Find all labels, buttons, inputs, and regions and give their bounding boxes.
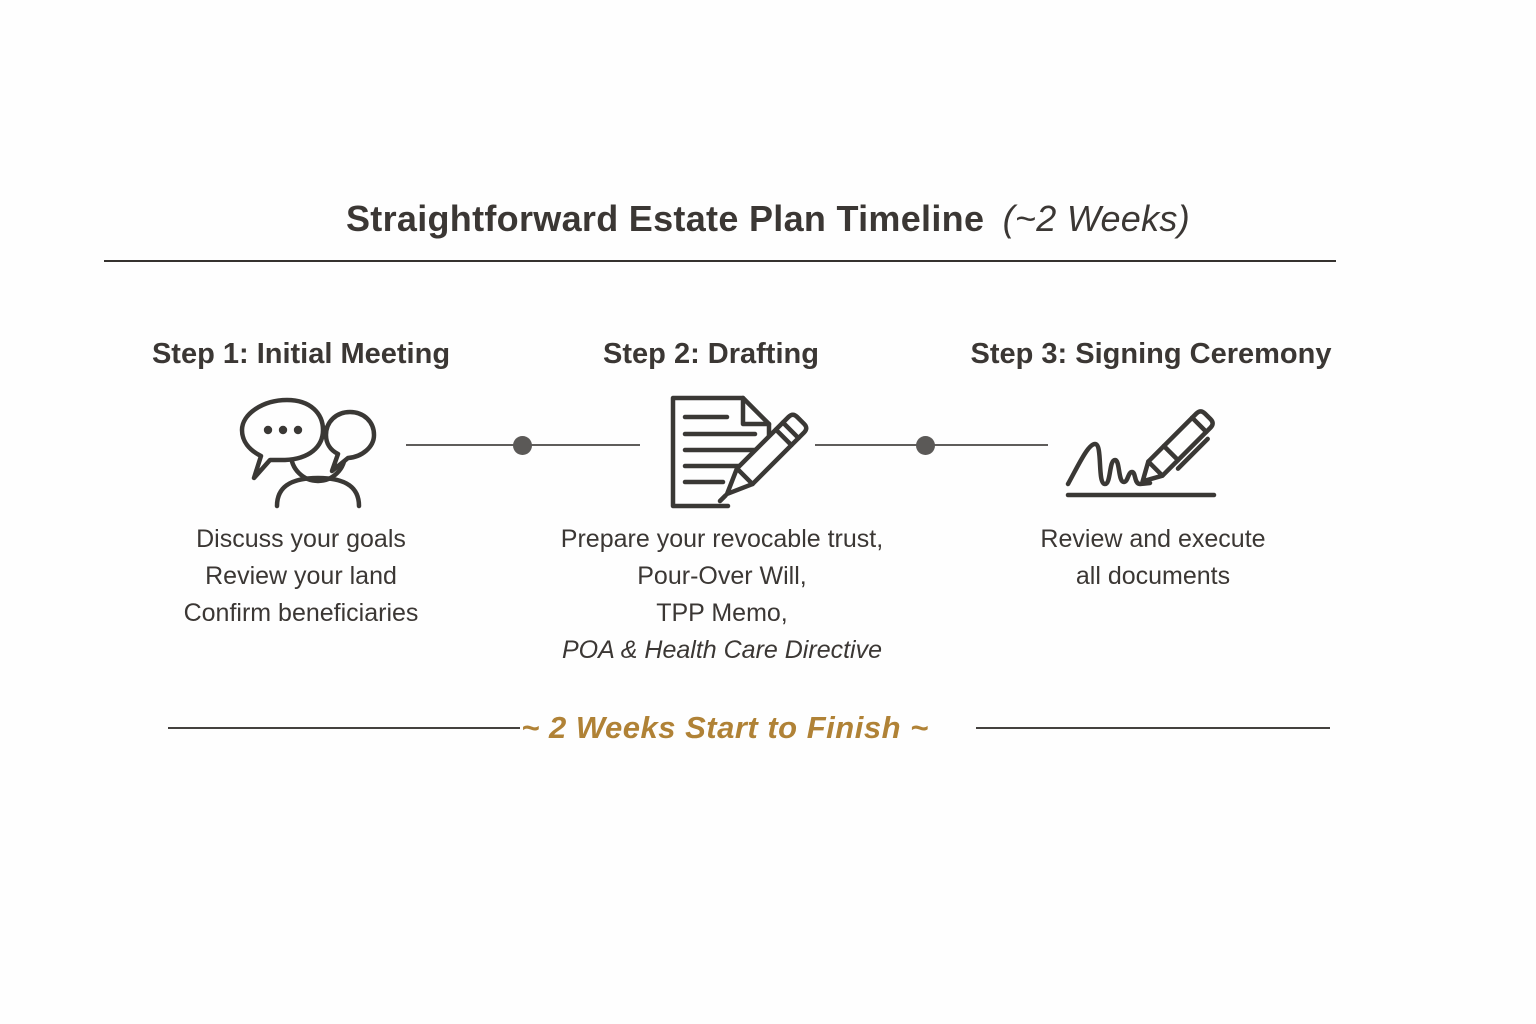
step3-heading: Step 3: Signing Ceremony [970,338,1332,370]
document-pencil-icon [651,388,811,514]
page-title-main: Straightforward Estate Plan Timeline [345,198,985,239]
step1-line-3: Confirm beneficiaries [183,599,419,627]
step2-description: Prepare your revocable trust, Pour-Over … [561,521,883,669]
step3-line-1: Review and execute [1040,525,1266,553]
signature-pen-icon [1056,396,1224,498]
footer-duration-label: ~ 2 Weeks Start to Finish ~ [521,710,929,745]
connector-dot-1 [513,436,532,455]
step2-line-2: Pour-Over Will, [637,562,807,590]
step1-line-2: Review your land [205,562,397,590]
step2-heading: Step 2: Drafting [603,338,819,370]
step1-heading: Step 1: Initial Meeting [151,338,451,370]
footer-divider-left [168,727,520,729]
step2-line-3: TPP Memo, [656,599,788,627]
speech-bubbles-icon [225,392,377,510]
step2-line-4: POA & Health Care Directive [561,636,883,664]
step1-description: Discuss your goals Review your land Conf… [184,521,419,632]
step3-line-2: all documents [1075,562,1231,590]
connector-dot-2 [916,436,935,455]
title-divider [104,260,1336,262]
footer-divider-right [976,727,1330,729]
step2-line-1: Prepare your revocable trust, [560,525,884,553]
page-title-duration: (~2 Weeks) [1002,198,1190,239]
page-title: Straightforward Estate Plan Timeline (~2… [0,198,1536,240]
step3-description: Review and execute all documents [1040,521,1265,595]
step1-line-1: Discuss your goals [196,525,406,553]
